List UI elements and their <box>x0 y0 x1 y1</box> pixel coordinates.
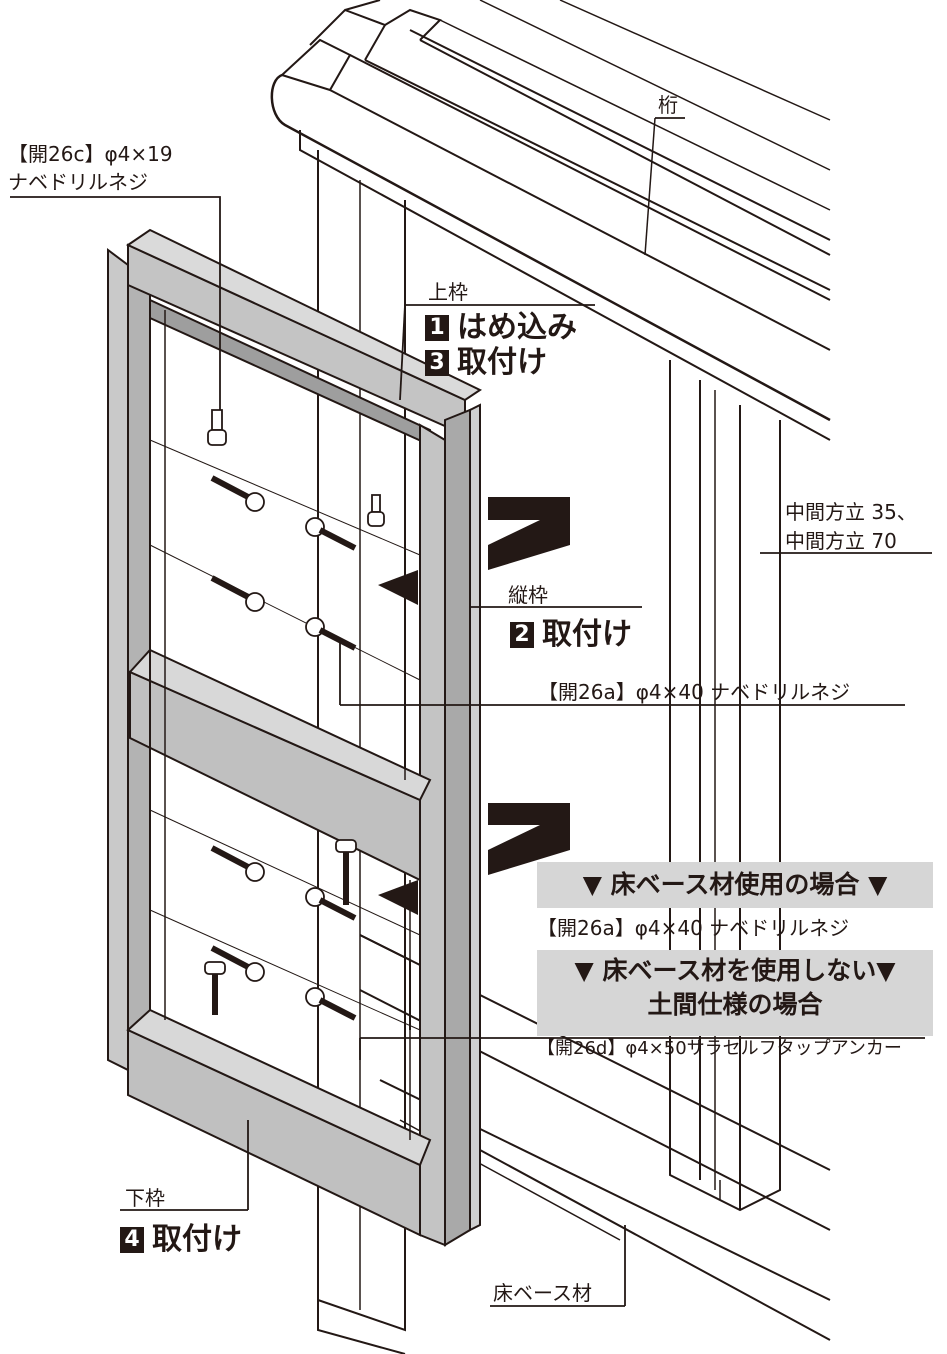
label-chukan: 中間方立 35、 中間方立 70 <box>785 498 917 556</box>
beam-keta <box>270 0 831 441</box>
step4-label: 4 取付け <box>120 1225 242 1255</box>
label-uwawaku: 上枠 <box>428 280 468 304</box>
label-tatewaku: 縦枠 <box>508 583 548 607</box>
case-doma-line1: ▼ 床ベース材を使用しない▼ <box>574 956 896 985</box>
case-floor-base-text: ▼ 床ベース材使用の場合 ▼ <box>582 870 888 899</box>
label-screw-a-1: 【開26a】φ4×40 ナベドリルネジ <box>538 680 851 704</box>
screw-c-line1: 【開26c】φ4×19 <box>8 142 173 166</box>
chukan-line1: 中間方立 35、 <box>785 500 917 524</box>
case-doma-band: ▼ 床ベース材を使用しない▼ 土間仕様の場合 <box>537 950 933 1036</box>
leader-lines <box>10 117 932 1307</box>
screw-c-line2: ナベドリルネジ <box>8 170 148 194</box>
step2-number: 2 <box>510 622 534 648</box>
step1-number: 1 <box>425 315 449 341</box>
frame <box>107 228 483 1247</box>
step1-text: はめ込み <box>457 310 577 345</box>
step2-label: 2 取付け <box>510 620 632 650</box>
step3-label: 3 取付け <box>425 348 547 378</box>
step3-number: 3 <box>425 350 449 376</box>
step2-text: 取付け <box>542 617 632 652</box>
label-screw-d: 【開26d】φ4×50サラセルフタップアンカー <box>537 1038 902 1059</box>
label-screw-a-2: 【開26a】φ4×40 ナベドリルネジ <box>537 916 850 940</box>
step1-label: 1 はめ込み <box>425 313 577 343</box>
label-shitawaku: 下枠 <box>125 1186 165 1210</box>
mullion-chukan <box>669 360 781 1212</box>
case-floor-base-band: ▼ 床ベース材使用の場合 ▼ <box>537 862 933 908</box>
case-doma-line2: 土間仕様の場合 <box>647 989 823 1019</box>
screws <box>204 409 385 1021</box>
step3-text: 取付け <box>457 345 547 380</box>
direction-arrows <box>378 497 570 915</box>
label-keta: 桁 <box>658 93 678 117</box>
step4-number: 4 <box>120 1227 144 1253</box>
chukan-line2: 中間方立 70 <box>785 529 897 553</box>
label-screw-c: 【開26c】φ4×19 ナベドリルネジ <box>8 140 173 196</box>
label-floor-base: 床ベース材 <box>493 1281 592 1305</box>
step4-text: 取付け <box>152 1222 242 1257</box>
